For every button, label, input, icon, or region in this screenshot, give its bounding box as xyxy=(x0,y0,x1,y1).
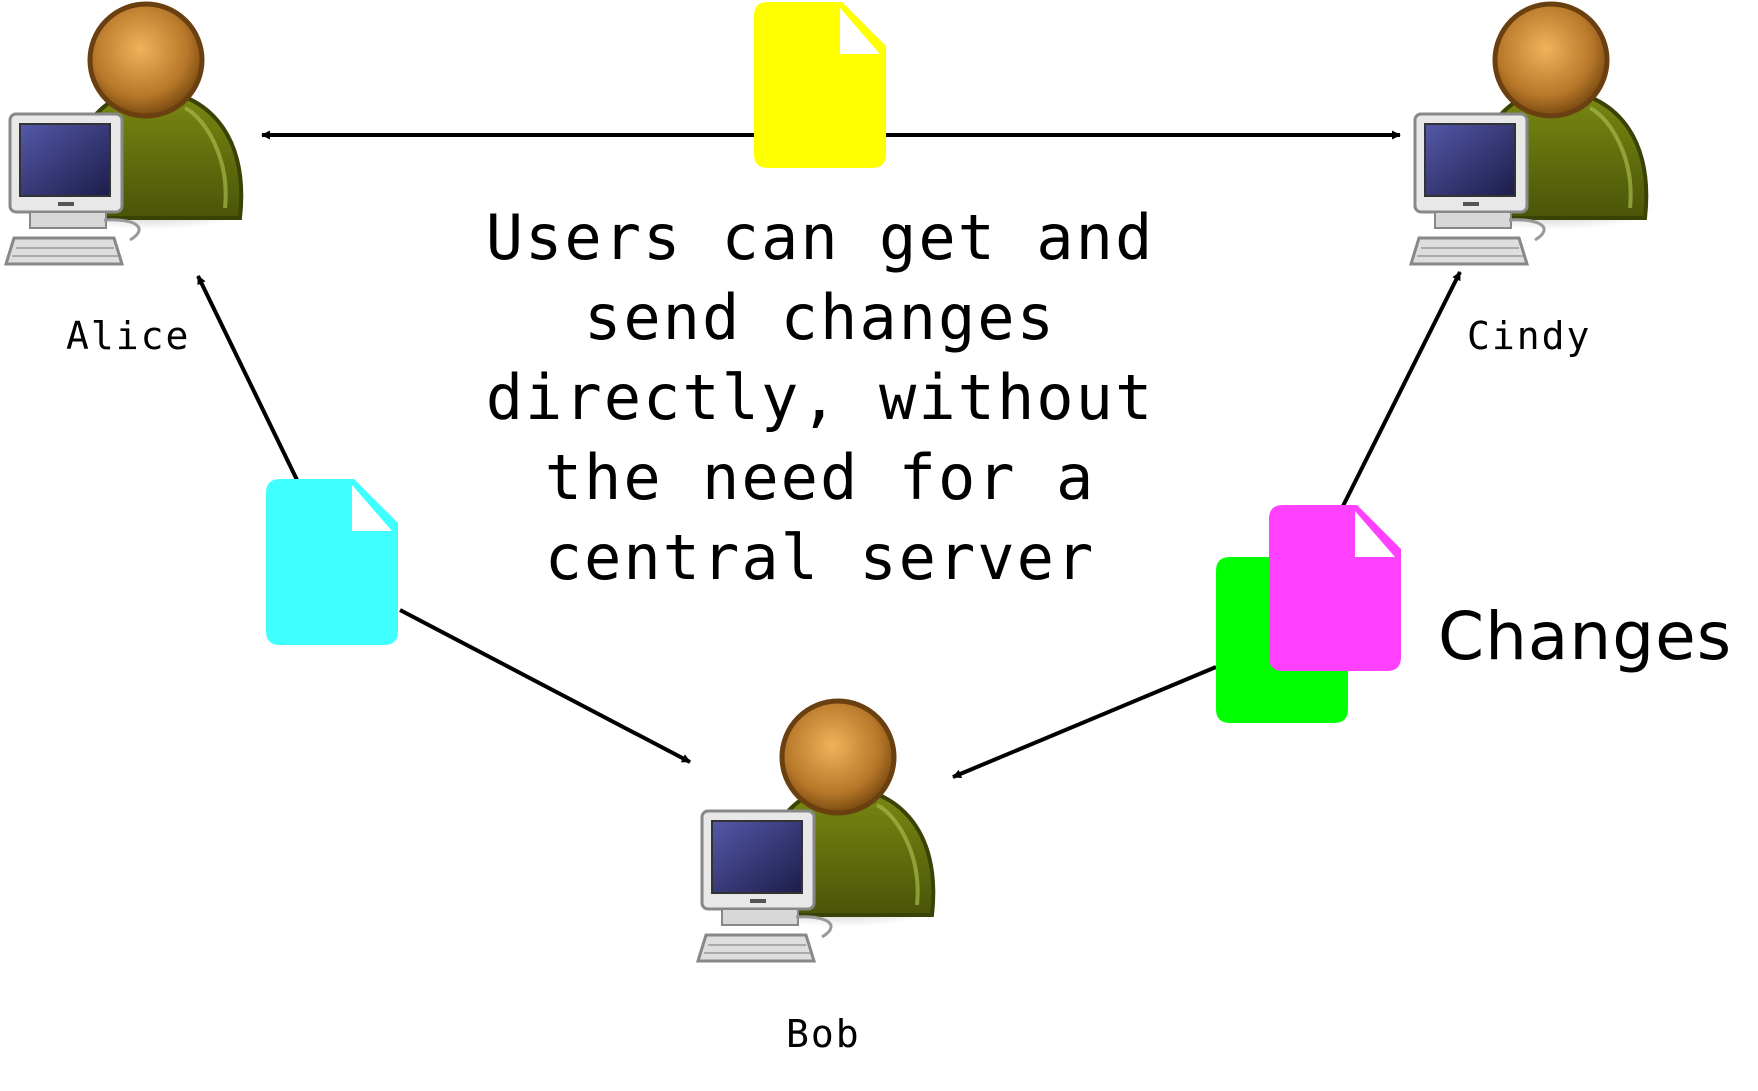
document-icon xyxy=(754,2,886,168)
caption-line: Users can get and xyxy=(485,201,1155,274)
arrow-bob-to-cindy xyxy=(1340,271,1462,509)
user-label-alice: Alice xyxy=(66,314,191,358)
document-icon xyxy=(1269,505,1401,671)
caption-line: send changes xyxy=(584,281,1056,354)
caption-line: central server xyxy=(544,521,1096,594)
arrow-alice-to-bob xyxy=(399,608,691,764)
caption-line: directly, without xyxy=(485,361,1155,434)
user-label-bob: Bob xyxy=(786,1012,861,1056)
user-computer-icon xyxy=(6,4,250,264)
user-computer-icon xyxy=(1411,4,1655,264)
diagram-caption: Users can get and send changes directly,… xyxy=(430,198,1210,598)
legend-label: Changes xyxy=(1438,598,1733,675)
arrow-cindy-to-bob xyxy=(952,665,1217,779)
document-icon xyxy=(266,479,398,645)
user-computer-icon xyxy=(698,701,942,961)
arrow-bob-to-alice xyxy=(196,275,300,483)
caption-line: the need for a xyxy=(544,441,1096,514)
user-label-cindy: Cindy xyxy=(1467,314,1592,358)
